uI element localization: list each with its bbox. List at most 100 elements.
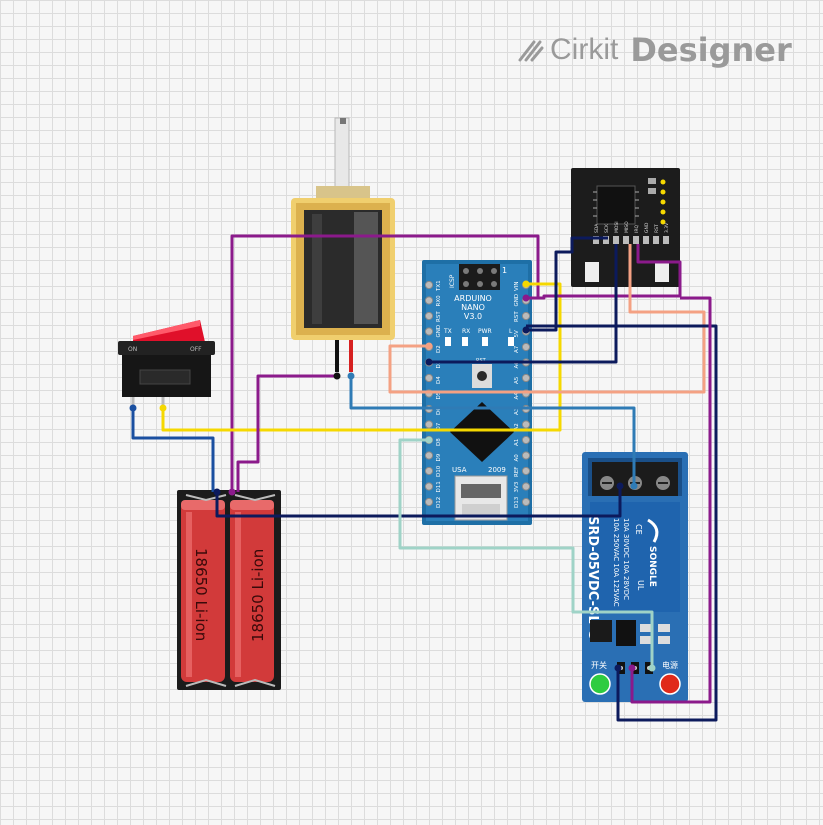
battery-cell2-label: 18650 Li-ion: [249, 549, 267, 642]
wire-endpoint: [228, 488, 236, 496]
wire-endpoint: [425, 436, 433, 444]
wire-nano-5v-rfid[interactable]: [526, 236, 608, 332]
arduino-pin1-marker: 1: [502, 266, 507, 275]
wire-switch-yellow[interactable]: [161, 282, 562, 432]
arduino-pin-label: 3V3: [514, 481, 520, 492]
arduino-pin-label: 5V: [514, 330, 520, 337]
rfid-pin-label: IRQ: [634, 225, 640, 233]
arduino-pwr-label: PWR: [478, 328, 492, 335]
rfid-pin-label: 3.3V: [664, 222, 670, 233]
rfid-pin-label: MISO: [624, 221, 630, 233]
arduino-tx-label: TX: [443, 328, 452, 335]
wire-relay-purple-loop[interactable]: [630, 296, 712, 704]
rfid-pin-gnd[interactable]: GND: [643, 222, 650, 244]
wire-endpoint: [628, 664, 636, 672]
arduino-title-3: V3.0: [464, 312, 482, 321]
cirkit-logo-icon: [518, 40, 544, 62]
arduino-pin-d11[interactable]: D11: [424, 481, 442, 493]
wire-rfid-gnd-purple[interactable]: [526, 244, 682, 300]
arduino-pin-label: A5: [514, 376, 520, 384]
arduino-usa-label: USA: [452, 466, 467, 474]
arduino-pin-rst[interactable]: RST: [424, 311, 442, 322]
arduino-pin-label: RST: [436, 311, 442, 322]
arduino-pin-label: D6: [436, 407, 442, 415]
arduino-rx-label: RX: [462, 328, 470, 335]
battery-cell1-label: 18650 Li-ion: [192, 548, 210, 641]
arduino-pin-label: D9: [436, 453, 442, 461]
rocker-switch[interactable]: ON OFF: [118, 320, 215, 408]
arduino-pin-d4[interactable]: D4: [424, 373, 442, 384]
rfid-pin-label: RST: [654, 224, 660, 233]
wire-solenoid-minus[interactable]: [236, 374, 337, 492]
wire-solenoid-plus[interactable]: [349, 376, 636, 486]
arduino-pin-label: RX0: [436, 295, 442, 307]
wire-endpoint: [425, 358, 433, 366]
arduino-pin-label: A4: [514, 392, 520, 400]
arduino-pin-label: D4: [436, 376, 442, 384]
wires: [129, 234, 718, 722]
relay-module[interactable]: SRD-05VDC-SL-C 10A 250VAC 10A 125VAC 10A…: [582, 452, 688, 702]
wire-switch-to-battery[interactable]: [131, 408, 215, 492]
arduino-pin-d12[interactable]: D12: [424, 497, 442, 508]
arduino-pin-label: D3: [436, 360, 442, 368]
rocker-on-label: ON: [128, 346, 137, 353]
rfid-pin-irq[interactable]: IRQ: [633, 225, 640, 244]
arduino-pin-label: D2: [436, 345, 442, 353]
relay-cert-label: CE: [634, 524, 643, 535]
arduino-pin-rst[interactable]: RST: [514, 311, 531, 322]
arduino-pin-label: D7: [436, 422, 442, 430]
relay-spec2-label: 10A 30VDC 10A 28VDC: [622, 518, 630, 600]
arduino-pin-label: D10: [436, 465, 442, 477]
arduino-year-label: 2009: [488, 466, 506, 474]
arduino-pin-3v3[interactable]: 3V3: [514, 481, 531, 493]
wire-endpoint: [522, 294, 530, 302]
arduino-pin-a1[interactable]: A1: [514, 435, 531, 446]
rfid-pin-sck[interactable]: SCK: [603, 223, 610, 244]
solenoid-lock[interactable]: [291, 117, 395, 372]
arduino-pin-d10[interactable]: D10: [424, 465, 442, 477]
arduino-pin-label: D12: [436, 497, 442, 508]
battery-holder[interactable]: 18650 Li-ion 18650 Li-ion: [177, 490, 281, 690]
wire-nano-d2-salmon[interactable]: [388, 244, 706, 394]
arduino-pin-label: A0: [514, 454, 520, 462]
arduino-pin-label: REF: [514, 467, 520, 477]
wire-nano-d3-rfid[interactable]: [429, 244, 618, 364]
arduino-pin-a2[interactable]: A2: [514, 420, 531, 431]
arduino-pin-ref[interactable]: REF: [514, 467, 531, 477]
rfid-pin-33v[interactable]: 3.3V: [663, 222, 670, 244]
arduino-pin-d7[interactable]: D7: [424, 420, 442, 431]
wire-endpoint: [159, 404, 167, 412]
relay-power-label: 电源: [662, 660, 678, 670]
rocker-off-label: OFF: [190, 346, 202, 353]
arduino-pin-label: VIN: [514, 282, 520, 292]
arduino-pin-d9[interactable]: D9: [424, 451, 442, 462]
arduino-pin-gnd[interactable]: GND: [424, 325, 442, 338]
rfid-pin-sda[interactable]: SDA: [593, 223, 600, 244]
wire-battery-plus-to-rfid[interactable]: [215, 486, 622, 518]
arduino-pin-label: A1: [514, 439, 520, 446]
arduino-pin-a5[interactable]: A5: [514, 373, 531, 384]
rfid-pin-mosi[interactable]: MOSI: [613, 221, 620, 244]
arduino-pin-label: A6: [514, 361, 520, 369]
arduino-pin-label: RST: [514, 311, 520, 322]
rfid-pin-rst[interactable]: RST: [653, 224, 660, 244]
arduino-pin-label: TX1: [436, 280, 442, 292]
rfid-pin-miso[interactable]: MISO: [623, 221, 630, 244]
wire-endpoint: [333, 372, 341, 380]
arduino-pin-label: D8: [436, 438, 442, 446]
relay-ul-label: UL: [636, 580, 645, 591]
wire-nano-d9-teal[interactable]: [398, 438, 654, 668]
wire-rfid-power-navy[interactable]: [526, 324, 718, 722]
arduino-pin-a7[interactable]: A7: [514, 342, 531, 353]
arduino-pin-label: GND: [514, 294, 520, 307]
arduino-pin-rx0[interactable]: RX0: [424, 295, 442, 307]
watermark-brand: Cirkit: [550, 33, 619, 66]
arduino-pin-a0[interactable]: A0: [514, 451, 531, 462]
wire-endpoint: [522, 326, 530, 334]
arduino-pin-label: A7: [514, 345, 520, 353]
arduino-pin-tx1[interactable]: TX1: [424, 280, 442, 292]
arduino-pin-d13[interactable]: D13: [514, 496, 531, 508]
arduino-pin-label: D13: [514, 496, 520, 508]
